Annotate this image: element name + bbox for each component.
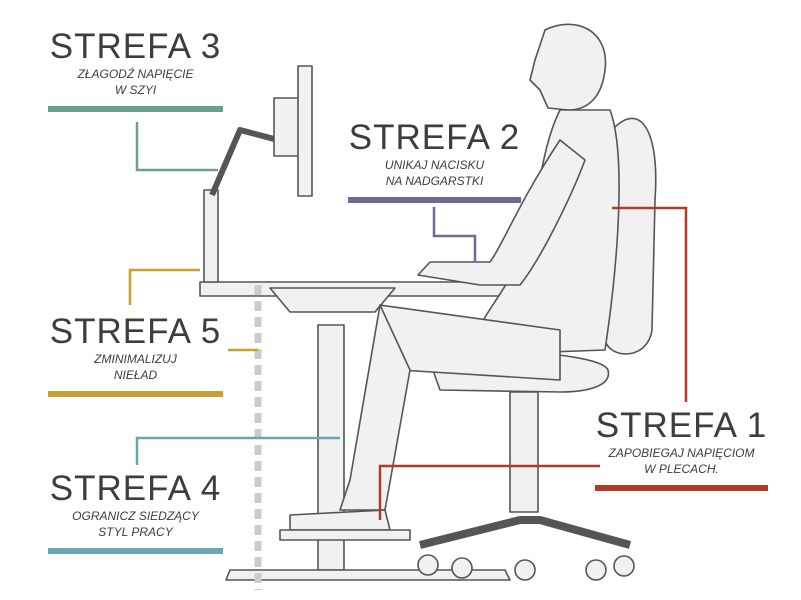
zone-subtitle: ZŁAGODŹ NAPIĘCIE	[77, 67, 194, 81]
footrest	[279, 529, 411, 541]
zone-title: STREFA 3	[49, 27, 222, 66]
zone-4-label: STREFA 4 OGRANICZ SIEDZĄCY STYL PRACY	[48, 470, 223, 554]
zone-color-bar	[348, 197, 521, 203]
zone-title: STREFA 5	[49, 312, 222, 351]
zone-subtitle: ZAPOBIEGAJ NAPIĘCIOM	[608, 446, 755, 460]
zone-color-bar	[595, 485, 768, 491]
zone5-leader	[128, 268, 200, 305]
zone-title: STREFA 4	[49, 469, 222, 508]
zone-color-bar	[48, 391, 223, 397]
person-head	[529, 23, 607, 111]
zone3-leader	[135, 122, 218, 172]
keyboard-tray	[269, 287, 396, 313]
zone-subtitle: UNIKAJ NACISKU	[384, 158, 485, 172]
person-shin	[339, 304, 411, 511]
chair-base	[419, 516, 632, 549]
zone-subtitle: NIEŁAD	[113, 368, 158, 382]
desk-foot	[225, 569, 511, 581]
zone-title: STREFA 2	[348, 118, 521, 157]
zone-subtitle: NA NADGARSTKI	[385, 174, 484, 188]
person-foot	[289, 509, 391, 531]
zone-5-label: STREFA 5 ZMINIMALIZUJ NIEŁAD	[48, 313, 223, 397]
zone-subtitle: OGRANICZ SIEDZĄCY	[72, 509, 199, 523]
monitor-arm	[209, 127, 279, 197]
zone-color-bar	[48, 106, 223, 112]
monitor-arm-post	[203, 189, 219, 283]
zone-2-label: STREFA 2 UNIKAJ NACISKU NA NADGARSTKI	[348, 119, 521, 203]
zone1-leader	[612, 206, 688, 402]
zone-1-label: STREFA 1 ZAPOBIEGAJ NAPIĘCIOM W PLECACH.	[595, 407, 768, 491]
zone1-leader-2	[378, 464, 600, 520]
zone-subtitle: W PLECACH.	[644, 462, 719, 476]
zone-title: STREFA 1	[595, 406, 768, 445]
chair-column	[509, 391, 539, 513]
monitor	[297, 65, 313, 197]
zone-3-label: STREFA 3 ZŁAGODŹ NAPIĘCIE W SZYI	[48, 28, 223, 112]
zone-subtitle: ZMINIMALIZUJ	[94, 352, 177, 366]
zone4-leader	[135, 436, 340, 465]
person-arm	[417, 139, 586, 286]
zone2-leader	[432, 207, 477, 262]
zone-subtitle: W SZYI	[114, 83, 157, 97]
zone-color-bar	[48, 548, 223, 554]
zone-subtitle: STYL PRACY	[98, 525, 173, 539]
